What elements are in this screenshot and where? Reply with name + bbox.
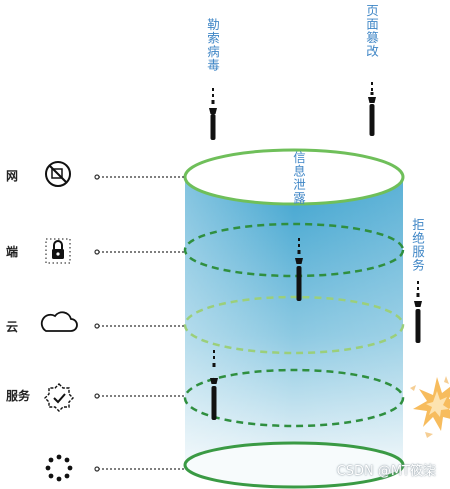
missile-dos (414, 281, 422, 343)
service-badge-icon (44, 383, 74, 412)
endpoint-lock-icon (45, 238, 71, 264)
layer-label-cloud: 云 (6, 320, 19, 334)
layer-label-endpoint: 端 (6, 245, 19, 259)
web-shield-icon (45, 161, 71, 187)
connector-dot (94, 393, 100, 399)
missile-defacement (368, 82, 376, 136)
cylinder-bottom-ring (183, 441, 405, 489)
missile-data-leak (295, 238, 303, 301)
cylinder-sheen (185, 177, 403, 465)
csdn-watermark: CSDN @MT筱柒 (336, 464, 436, 479)
explosion-fragment-icon (410, 376, 449, 438)
threat-label-dos: 拒绝服务 (410, 218, 425, 272)
layer-ring-cloud (183, 295, 405, 355)
missile-service (210, 350, 218, 420)
layer-ring-service (183, 368, 405, 428)
connector-dots (94, 174, 100, 472)
layer-label-web: 网 (6, 169, 19, 183)
layer-label-service: 服务 (6, 389, 31, 403)
connector-lines (98, 176, 184, 470)
cloud-icon (40, 311, 78, 332)
threat-label-defacement: 页面篡改 (364, 4, 379, 58)
threat-label-ransomware: 勒索病毒 (205, 18, 220, 72)
missile-ransomware (209, 88, 217, 140)
layer-ring-endpoint (183, 222, 405, 278)
threat-label-data-leak: 信息泄露 (291, 151, 306, 205)
connector-dot (94, 174, 100, 180)
connector-dot (94, 323, 100, 329)
connector-dot (94, 249, 100, 255)
connector-dot (94, 466, 100, 472)
dots-ring-icon (45, 454, 73, 482)
explosion-burst-icon (413, 377, 450, 431)
cylinder-top-ring (183, 148, 405, 206)
